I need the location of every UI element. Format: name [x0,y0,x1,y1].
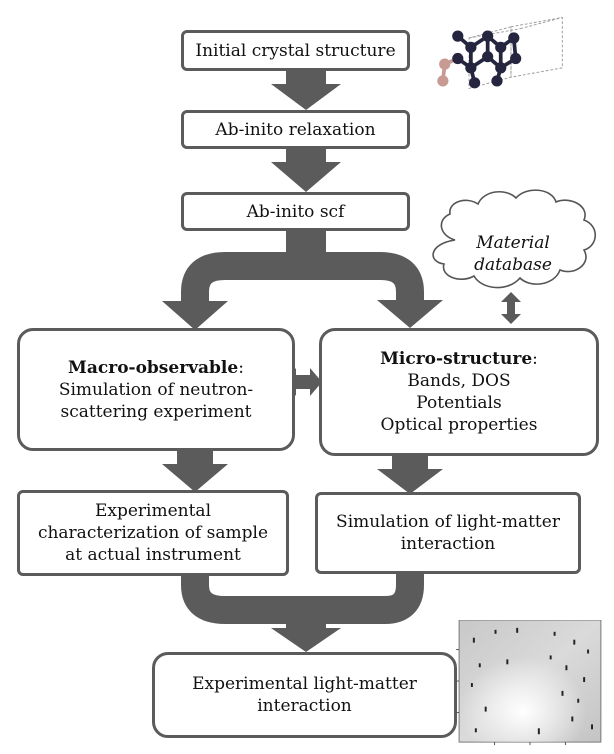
scf-label: Ab-inito scf [246,201,345,222]
micro-structure-line: Bands, DOS [407,371,511,391]
arrow-relax-to-scf [271,148,341,192]
micro-structure-line: Optical properties [380,415,538,435]
scf-box: Ab-inito scf [181,192,410,231]
arrow-head-left [162,301,228,330]
experimental-light-matter-box: Experimental light-matter interaction [152,652,457,738]
simulation-light-matter-line: Simulation of light-matter [336,512,560,532]
experimental-characterization-line: at actual instrument [65,545,241,565]
arrow-scf-stem [286,230,326,255]
micro-structure-line: Potentials [416,393,502,413]
material-database-label: Material database [474,233,552,275]
simulation-light-matter-line: interaction [400,534,496,554]
merge-connector [181,570,424,624]
detector-image [456,620,602,746]
micro-structure-box: Micro-structure: Bands, DOS Potentials O… [319,328,599,456]
experimental-light-matter-line: Experimental light-matter [192,674,417,694]
experimental-characterization-box: Experimental characterization of sample … [17,490,289,576]
initial-structure-label: Initial crystal structure [195,40,396,61]
experimental-characterization-line: Experimental [94,501,212,521]
simulation-light-matter-box: Simulation of light-matter interaction [315,492,581,574]
initial-structure-box: Initial crystal structure [181,30,410,71]
arrow-micro-to-simulation [377,455,443,494]
experimental-light-matter-line: interaction [257,696,352,716]
arrow-initial-to-relax [271,70,341,110]
crystal-structure-icon [437,16,563,90]
macro-observable-box: Macro-observable: Simulation of neutron-… [17,328,295,451]
relaxation-box: Ab-inito relaxation [181,110,410,149]
relaxation-label: Ab-inito relaxation [215,119,376,140]
arrow-macro-to-experiment [162,450,228,492]
micro-structure-heading: Micro-structure: [380,349,538,369]
experimental-characterization-line: characterization of sample [37,523,269,543]
arrow-head-right [377,300,443,328]
split-connector [181,252,424,306]
macro-observable-line: Simulation of neutron- [58,379,254,400]
macro-observable-line: scattering experiment [60,401,252,422]
double-arrow-micro-database [501,292,521,324]
macro-observable-heading: Macro-observable: [68,357,244,378]
